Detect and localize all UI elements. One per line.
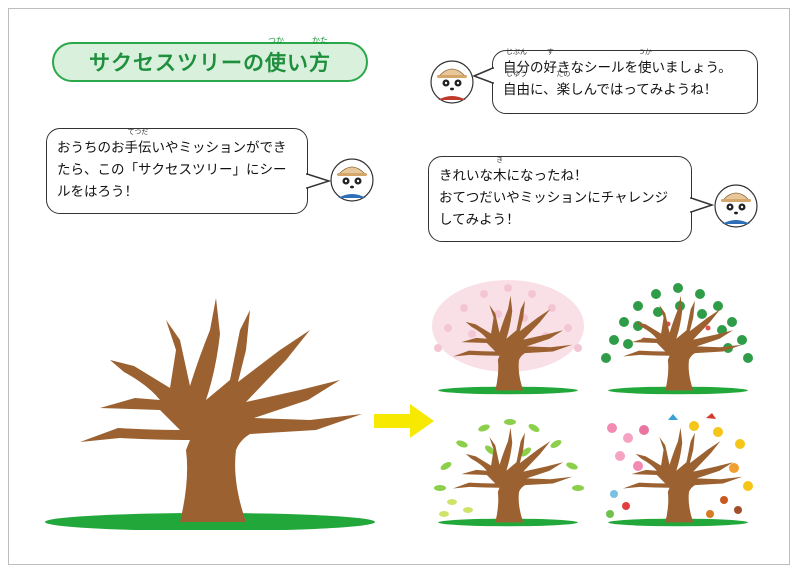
bubble-challenge-line2: おてつだいやミッションにチャレンジ (439, 190, 669, 206)
speech-bubble-challenge: きれいなき木になったね！ おてつだいやミッションにチャレンジ してみよう！ (428, 156, 692, 242)
speech-bubble-sticker: じぶん自分のす好きなシールをつか使いましょう。 じゆう自由に、たの楽しんではって… (492, 48, 758, 114)
right-arrow-icon (374, 404, 434, 438)
tree-example-stickers (606, 413, 753, 527)
bubble-challenge-line3: してみよう！ (439, 212, 520, 228)
bubble-intro-line3: ルをはろう！ (57, 184, 138, 200)
title-ruby-1: つか (268, 36, 284, 45)
title-kanji-1: つか使 (265, 36, 287, 75)
title-kanji-2: かた方 (309, 36, 331, 75)
tree-example-fresh-leaves (434, 419, 584, 527)
page-title: サクセスツリーのつか使いかた方 (52, 36, 368, 82)
panda-avatar-icon (430, 60, 474, 104)
speech-tail-sticker (472, 66, 494, 85)
speech-bubble-intro: おうちのおてつだ手伝いやミッションができ たら、この「サクセスツリー」にシー ル… (46, 128, 308, 214)
title-text-pre: サクセスツリーの (89, 51, 265, 75)
bare-tree-illustration (45, 298, 375, 530)
title-text-mid: い (287, 51, 309, 75)
speech-tail-intro (305, 172, 331, 190)
panda-avatar-icon (714, 184, 758, 228)
title-ruby-2: かた (312, 36, 328, 45)
tree-example-blossom (432, 280, 584, 395)
bubble-intro-line2: たら、この「サクセスツリー」にシー (57, 162, 287, 178)
panda-avatar-icon (330, 158, 374, 202)
speech-tail-challenge (690, 196, 714, 214)
tree-example-green (601, 283, 753, 395)
page-frame (8, 8, 790, 565)
